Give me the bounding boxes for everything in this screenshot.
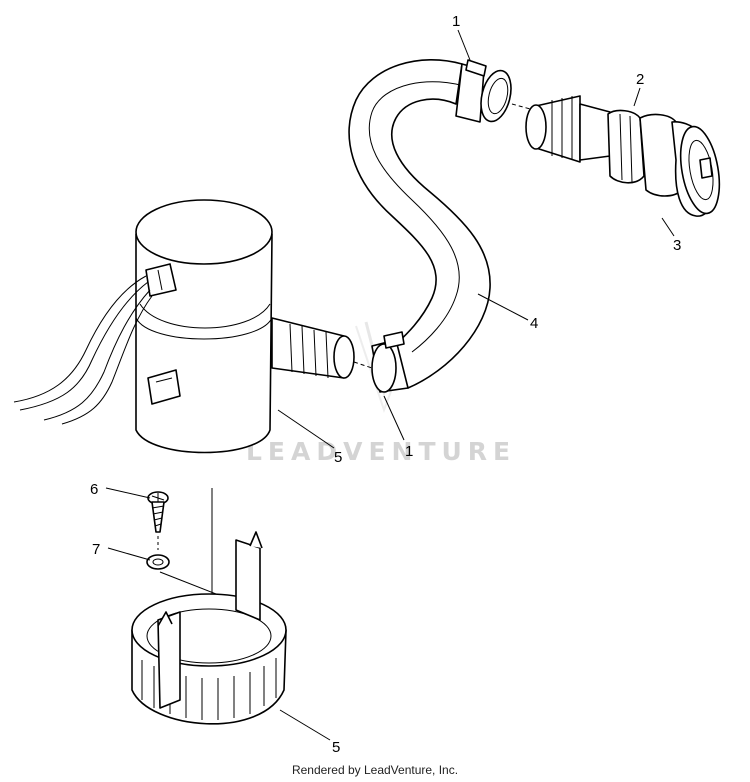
callout-6: 6	[90, 481, 98, 498]
callout-5-pump: 5	[334, 449, 342, 466]
callout-5-base: 5	[332, 739, 340, 756]
footer-credit: Rendered by LeadVenture, Inc.	[291, 763, 459, 777]
thru-hull-fitting	[525, 95, 721, 217]
watermark-text: LEADVENTURE	[246, 437, 516, 466]
callout-2: 2	[636, 71, 644, 88]
screw	[147, 491, 169, 533]
callout-3: 3	[673, 237, 681, 254]
bilge-pump-body	[135, 199, 273, 454]
washer	[146, 554, 170, 570]
pump-wires	[13, 275, 153, 425]
pump-outlet	[271, 317, 355, 379]
strainer-base	[131, 531, 287, 725]
callout-1-mid: 1	[405, 443, 413, 460]
hose-clamp-top	[455, 59, 512, 123]
callout-7: 7	[92, 541, 100, 558]
leader-lines	[105, 29, 675, 741]
hose-clamp-lower	[371, 331, 409, 393]
callout-1-top: 1	[452, 13, 460, 30]
callout-4: 4	[530, 315, 538, 332]
